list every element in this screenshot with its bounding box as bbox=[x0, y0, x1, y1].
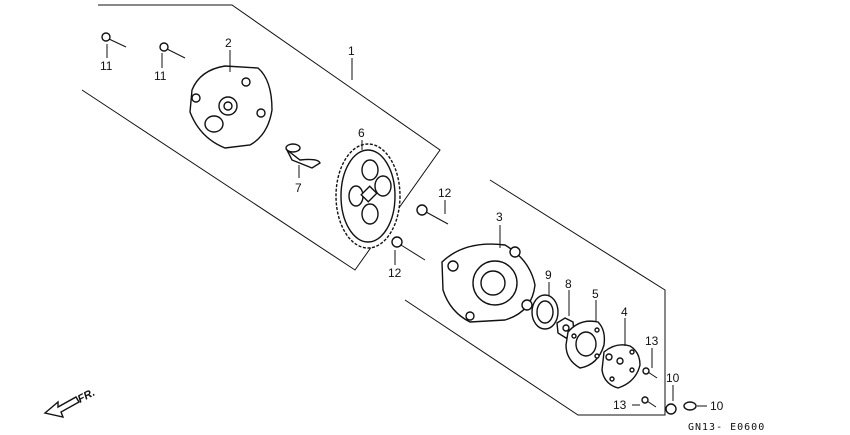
callout-6: 6 bbox=[358, 126, 365, 140]
callout-3: 3 bbox=[496, 210, 503, 224]
front-direction-label: FR. bbox=[76, 387, 97, 406]
pump-shaft-7 bbox=[285, 143, 321, 178]
callout-13-upper: 13 bbox=[645, 334, 659, 348]
front-direction-arrow: FR. bbox=[43, 387, 97, 418]
outer-rotor-9 bbox=[531, 282, 559, 330]
callout-11-left: 11 bbox=[100, 59, 113, 73]
bolt-12-upper bbox=[416, 200, 449, 225]
driven-gear-6 bbox=[335, 140, 401, 249]
o-ring-10-left bbox=[665, 385, 677, 415]
callout-1: 1 bbox=[348, 44, 355, 58]
o-ring-10-right bbox=[683, 401, 707, 411]
pump-cover-2 bbox=[189, 50, 273, 149]
callout-2: 2 bbox=[225, 36, 232, 50]
callout-8: 8 bbox=[565, 277, 572, 291]
callout-13-lower: 13 bbox=[613, 398, 627, 412]
bolt-11-right bbox=[159, 42, 186, 68]
screw-13-lower bbox=[632, 396, 657, 408]
callout-5: 5 bbox=[592, 287, 599, 301]
callout-12-lower: 12 bbox=[388, 266, 402, 280]
cover-plate-4 bbox=[601, 318, 641, 389]
callout-9: 9 bbox=[545, 268, 552, 282]
callout-10-right: 10 bbox=[710, 399, 724, 413]
assembly-box-lower bbox=[404, 179, 666, 416]
callout-11-right: 11 bbox=[154, 69, 167, 83]
bolt-11-left bbox=[101, 32, 127, 58]
gasket-5 bbox=[565, 300, 606, 369]
callout-10-upper: 10 bbox=[666, 371, 680, 385]
pump-body-3 bbox=[441, 225, 536, 323]
bolt-12-lower bbox=[391, 236, 426, 265]
callout-7: 7 bbox=[295, 181, 302, 195]
callout-4: 4 bbox=[621, 305, 628, 319]
assembly-box-upper bbox=[81, 4, 441, 271]
screw-13-upper bbox=[642, 348, 658, 379]
diagram-code: GN13- E0600 bbox=[688, 422, 765, 433]
callout-12-upper: 12 bbox=[438, 186, 452, 200]
